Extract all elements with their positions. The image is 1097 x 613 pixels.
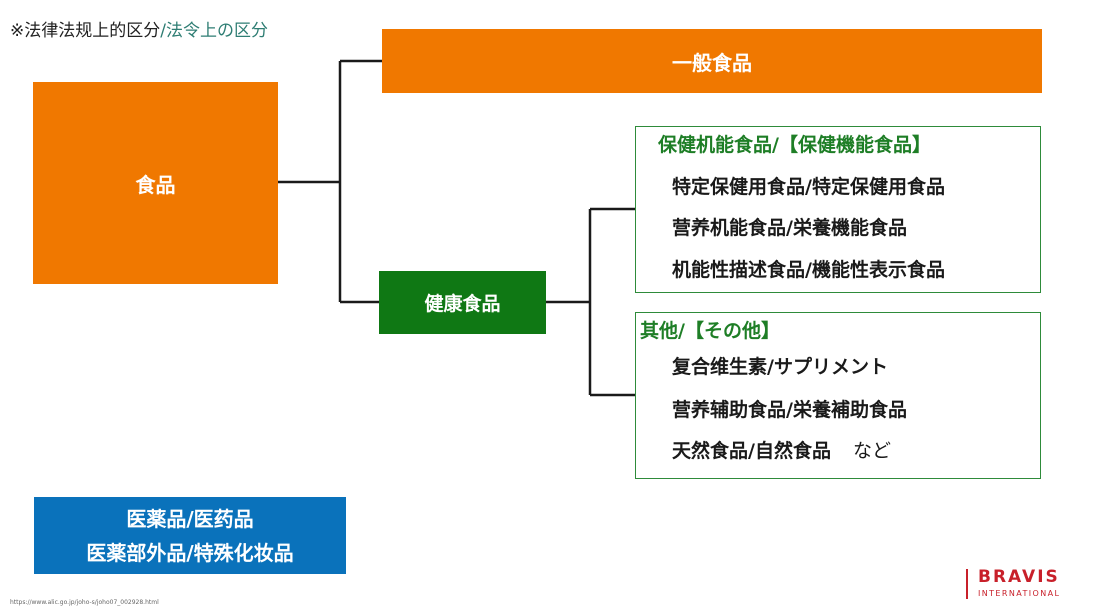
bravis-logo: BRAVIS INTERNATIONAL: [966, 567, 1076, 601]
functional-food-item-nutrient-function: 营养机能食品/栄養機能食品: [672, 217, 907, 239]
functional-food-group-title: 保健机能食品/【保健機能食品】: [658, 134, 931, 156]
pharmaceuticals-line-quasi-drugs: 医薬部外品/特殊化妆品: [86, 540, 294, 565]
logo-bar-icon: [966, 569, 968, 599]
general-food-box: 一般食品: [382, 29, 1042, 93]
food-box: 食品: [33, 82, 278, 284]
pharmaceuticals-line-drugs: 医薬品/医药品: [126, 506, 254, 531]
pharmaceuticals-box: 医薬品/医药品 医薬部外品/特殊化妆品: [34, 497, 346, 574]
other-food-item-natural-food: 天然食品/自然食品など: [672, 436, 891, 463]
health-food-box: 健康食品: [379, 271, 546, 334]
other-food-item-supplements: 复合维生素/サプリメント: [672, 356, 888, 378]
logo-subtitle: INTERNATIONAL: [978, 589, 1061, 598]
other-food-group: 其他/【その他】 复合维生素/サプリメント 营养辅助食品/栄養補助食品 天然食品…: [635, 312, 1041, 479]
other-food-item-nutrition-aid: 营养辅助食品/栄養補助食品: [672, 399, 907, 421]
general-food-label: 一般食品: [672, 50, 752, 75]
heading-legal-classification-jp: /法令上の区分: [160, 21, 268, 41]
other-food-etc: など: [852, 440, 891, 462]
heading-legal-classification-cn: ※法律法规上的区分: [10, 21, 161, 41]
health-food-label: 健康食品: [424, 293, 501, 315]
source-link[interactable]: https://www.alic.go.jp/joho-s/joho07_002…: [10, 599, 159, 606]
functional-food-item-specified-health: 特定保健用食品/特定保健用食品: [672, 176, 945, 198]
logo-name: BRAVIS: [978, 567, 1060, 587]
functional-food-item-function-claims: 机能性描述食品/機能性表示食品: [672, 259, 945, 281]
page-heading: ※法律法规上的区分/法令上の区分: [10, 16, 268, 41]
food-label: 食品: [135, 172, 176, 197]
other-food-group-title: 其他/【その他】: [640, 320, 780, 342]
other-food-item-natural-food-label: 天然食品/自然食品: [672, 440, 831, 462]
functional-food-group: 保健机能食品/【保健機能食品】 特定保健用食品/特定保健用食品 营养机能食品/栄…: [635, 126, 1041, 293]
